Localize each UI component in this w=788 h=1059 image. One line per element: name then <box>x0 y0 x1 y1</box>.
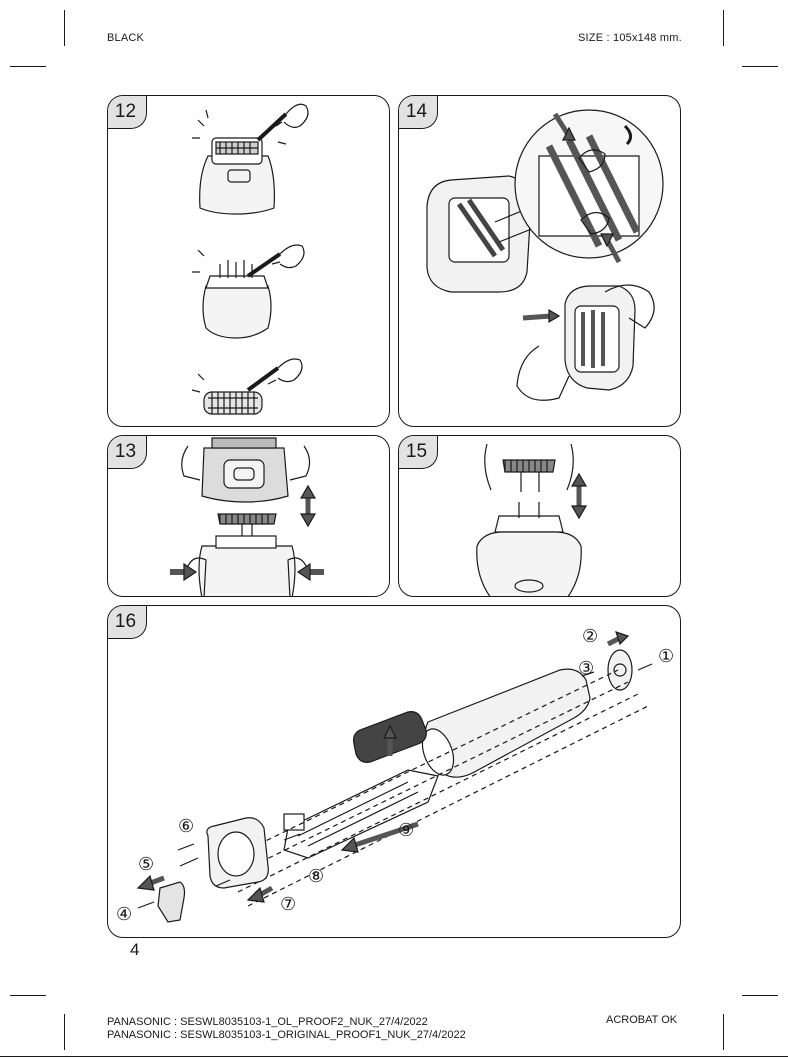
footer-proof-line-1: PANASONIC : SESWL8035103-1_OL_PROOF2_NUK… <box>107 1016 428 1029</box>
illustration-exploded-view: ① ② ③ ④ ⑤ ⑥ ⑦ ⑧ ⑨ <box>108 606 681 938</box>
footer-proof-line-2: PANASONIC : SESWL8035103-1_ORIGINAL_PROO… <box>107 1029 466 1042</box>
size-label: SIZE : 105x148 mm. <box>578 32 682 44</box>
illustration-blade-insert <box>399 436 681 597</box>
panel-15: 15 <box>398 435 681 597</box>
panel-number-14: 14 <box>398 95 438 129</box>
callout-2: ② <box>582 626 598 646</box>
panel-number-15: 15 <box>398 435 438 469</box>
page-number: 4 <box>130 940 139 960</box>
illustration-head-removal <box>108 436 390 597</box>
callout-9: ⑨ <box>398 820 414 840</box>
color-label: BLACK <box>107 32 144 44</box>
crop-mark-bottom-right-v <box>723 1014 724 1050</box>
callout-6: ⑥ <box>178 816 194 836</box>
panel-14: 14 <box>398 95 681 427</box>
callout-8: ⑧ <box>308 866 324 886</box>
callout-5: ⑤ <box>138 854 154 874</box>
crop-mark-bottom-left-h <box>10 995 46 996</box>
crop-mark-top-right-v <box>723 10 724 46</box>
crop-mark-top-left-v <box>64 10 65 46</box>
panel-13: 13 <box>107 435 390 597</box>
callout-7: ⑦ <box>280 894 296 914</box>
illustration-blade-detail <box>399 96 681 427</box>
footer-status: ACROBAT OK <box>606 1014 677 1027</box>
bottom-rule <box>0 1056 788 1057</box>
callout-4: ④ <box>116 904 132 924</box>
illustration-cleaning-blades <box>108 96 390 427</box>
crop-mark-bottom-right-h <box>742 995 778 996</box>
panel-number-12: 12 <box>107 95 147 129</box>
panel-16: ① ② ③ ④ ⑤ ⑥ ⑦ ⑧ ⑨ 16 <box>107 605 681 938</box>
panel-number-16: 16 <box>107 605 147 639</box>
panel-number-13: 13 <box>107 435 147 469</box>
panel-12: 12 <box>107 95 390 427</box>
callout-1: ① <box>658 646 674 666</box>
crop-mark-top-left-h <box>10 66 46 67</box>
crop-mark-bottom-left-v <box>64 1014 65 1050</box>
callout-3: ③ <box>578 658 594 678</box>
crop-mark-top-right-h <box>742 66 778 67</box>
